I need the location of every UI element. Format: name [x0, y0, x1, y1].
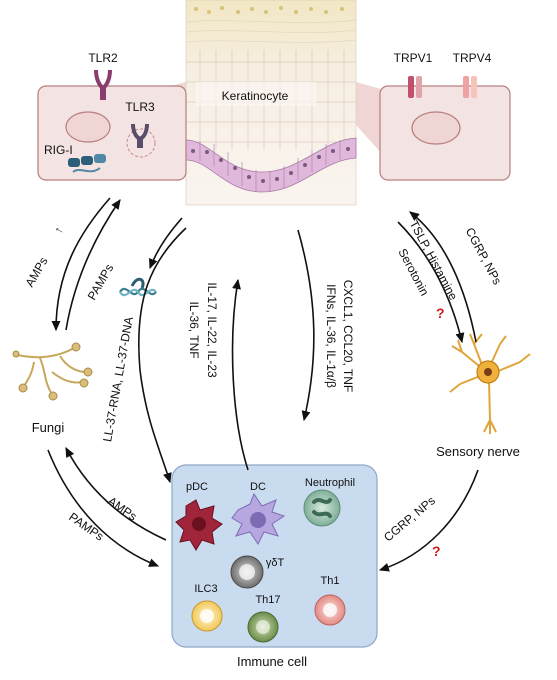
endosome	[126, 128, 156, 158]
rig-i-label: RIG-I	[44, 143, 73, 157]
arrows	[47, 197, 479, 572]
skin-section: Keratinocyte	[185, 0, 357, 206]
rig-i-icon	[68, 154, 106, 173]
nucleus	[411, 111, 461, 145]
label-il17-line1: IL-17, IL-22, IL-23	[205, 282, 219, 378]
label-cxcl-line1: CXCL1, CCL20, TNF	[341, 280, 355, 392]
gdt-label: γδT	[266, 557, 285, 569]
stratum-corneum	[194, 6, 344, 14]
arrow-fungi-to-immune	[47, 449, 160, 567]
immune-cell-label: Immune cell	[237, 654, 307, 669]
label-cxcl-line2: IFNs, IL-36, IL-1α/β	[324, 284, 338, 388]
trpv4-channel-icon	[463, 76, 477, 98]
tlr2-receptor-icon	[94, 69, 112, 100]
arrow-keratinocyte-to-fungi	[51, 197, 111, 332]
basal-layer	[185, 137, 357, 193]
trpv1-label: TRPV1	[394, 51, 433, 65]
arrow-keratinocyte-to-nerve	[397, 221, 465, 344]
pdc-cell-icon	[175, 499, 223, 551]
arrow-cxcl-to-immune	[297, 229, 315, 422]
label-amps-bottom: AMPs	[105, 494, 139, 524]
trpv4-label: TRPV4	[453, 51, 492, 65]
th1-label: Th1	[321, 575, 340, 587]
keratinocyte-cell-right: TRPV1 TRPV4	[379, 51, 511, 181]
arrow-ll37-to-immune	[137, 227, 187, 484]
th17-cell-icon	[247, 611, 279, 643]
tlr2-label: TLR2	[88, 51, 118, 65]
trpv1-channel-icon	[408, 76, 422, 98]
question-mark-bottom: ?	[432, 543, 441, 559]
label-il17-line2: IL-36, TNF	[187, 301, 201, 358]
ilc3-label: ILC3	[194, 583, 217, 595]
neutrophil-cell-icon	[303, 489, 341, 527]
label-cgrp-bottom: CGRP, NPs	[381, 493, 438, 544]
tlr3-label: TLR3	[125, 100, 155, 114]
nucleus	[65, 111, 111, 143]
arrow-keratinocyte-to-nucleic	[148, 217, 183, 270]
dc-cell-icon	[231, 492, 286, 545]
keratinocyte-label: Keratinocyte	[222, 89, 289, 103]
arrow-fungi-to-keratinocyte	[65, 199, 121, 331]
pdc-label: pDC	[186, 481, 208, 493]
ilc3-cell-icon	[191, 600, 223, 632]
arrow-nerve-to-immune	[378, 469, 479, 572]
label-pamps-top: PAMPs	[85, 262, 117, 303]
dc-label: DC	[250, 481, 266, 493]
arrow-nerve-to-keratinocyte	[409, 211, 477, 343]
arrow-immune-to-fungi	[65, 447, 167, 541]
label-ll37: LL-37-RNA, LL-37-DNA	[100, 316, 136, 443]
question-mark-top: ?	[436, 305, 445, 321]
sensory-neuron-icon	[449, 333, 531, 434]
sensory-nerve-label: Sensory nerve	[436, 444, 520, 459]
label-amps-up-mark: ↑	[51, 224, 66, 236]
th17-label: Th17	[255, 594, 280, 606]
th1-cell-icon	[314, 594, 346, 626]
arrow-il17-to-keratinocyte	[231, 278, 249, 471]
label-cgrp-top: CGRP, NPs	[463, 225, 505, 287]
fungi-label: Fungi	[32, 420, 65, 435]
tlr3-receptor-icon	[131, 123, 149, 148]
nucleic-acid-icon	[119, 277, 157, 297]
fungi-icon	[12, 342, 93, 401]
neutrophil-label: Neutrophil	[305, 477, 355, 489]
keratinocyte-cell-left: TLR2 TLR3 RIG-I	[37, 51, 187, 181]
gdt-cell-icon	[230, 555, 264, 589]
label-amps-up: AMPs	[22, 255, 50, 290]
